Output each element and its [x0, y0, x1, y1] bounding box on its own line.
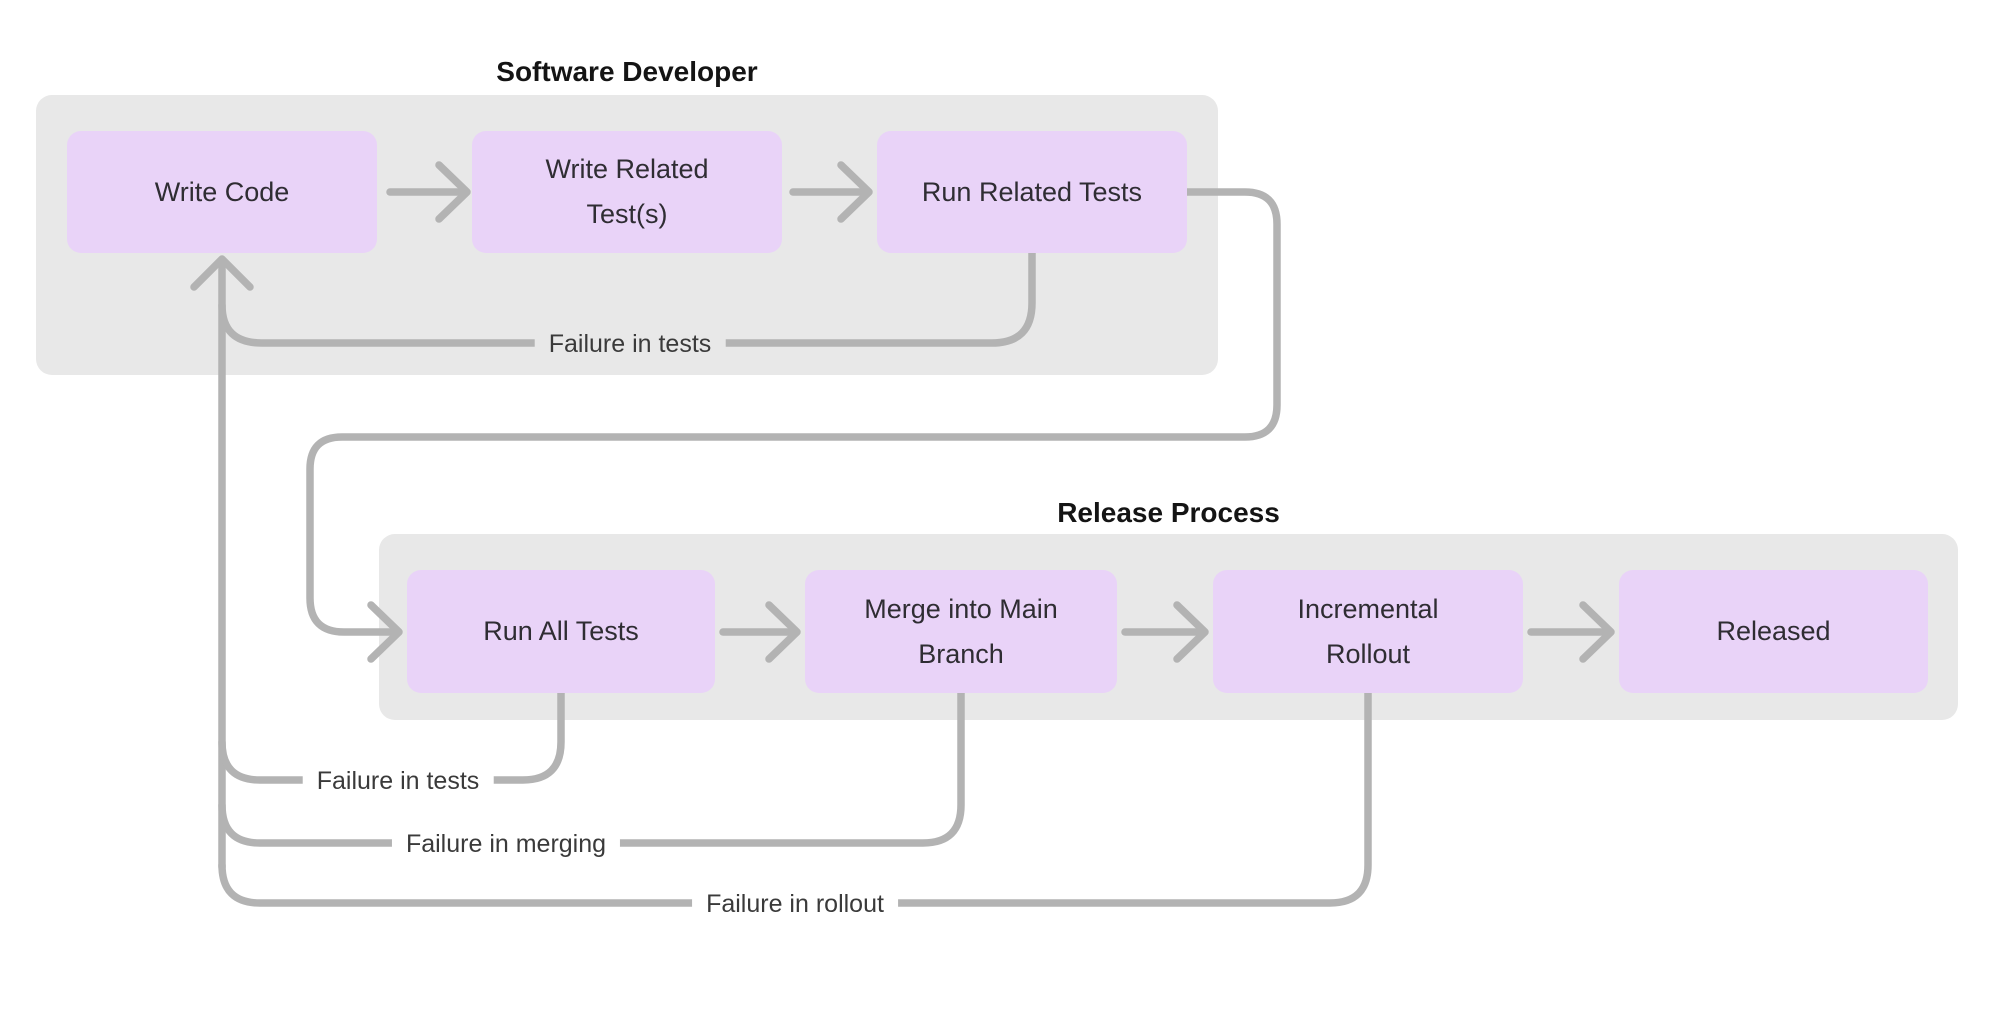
- arrowhead-into-merge-icon: [765, 601, 801, 663]
- node-write-code-label: Write Code: [154, 176, 290, 207]
- node-merge-into-main-branch-label: Merge into Main Branch: [864, 593, 1058, 669]
- arrowhead-into-run-related-icon: [837, 161, 873, 223]
- edge-label-failure-in-rollout: Failure in rollout: [692, 887, 898, 921]
- arrowhead-into-write-related-icon: [435, 161, 471, 223]
- edge-merge-failure-in-merging: [218, 689, 965, 847]
- arrowhead-into-rollout-icon: [1173, 601, 1209, 663]
- node-merge-into-main-branch: Merge into Main Branch: [805, 570, 1117, 693]
- node-run-all-tests: Run All Tests: [407, 570, 715, 693]
- node-write-code: Write Code: [67, 131, 377, 253]
- arrowhead-into-write-code-icon: [190, 255, 254, 291]
- node-run-all-tests-label: Run All Tests: [483, 616, 639, 646]
- node-write-related-tests: Write Related Test(s): [472, 131, 782, 253]
- node-released-label: Released: [1716, 616, 1831, 646]
- node-incremental-rollout-label: Incremental Rollout: [1297, 593, 1439, 669]
- group-title-release-process: Release Process: [1057, 497, 1280, 528]
- edge-rollout-failure-in-rollout: [218, 689, 1372, 907]
- edge-label-failure-in-tests-release: Failure in tests: [302, 764, 494, 798]
- node-incremental-rollout: Incremental Rollout: [1213, 570, 1523, 693]
- edge-label-failure-in-merging: Failure in merging: [391, 827, 621, 861]
- edge-run-all-failure-in-tests: [218, 689, 565, 784]
- arrowhead-into-released-icon: [1579, 601, 1615, 663]
- arrowhead-into-run-all-icon: [367, 601, 403, 663]
- node-run-related-tests: Run Related Tests: [877, 131, 1187, 253]
- edge-run-related-failure-in-tests: [218, 249, 1036, 347]
- edge-run-related-to-run-all: [306, 188, 1281, 636]
- edge-label-failure-in-tests-dev: Failure in tests: [534, 327, 726, 361]
- node-released: Released: [1619, 570, 1928, 693]
- group-title-software-developer: Software Developer: [496, 56, 758, 87]
- node-write-related-tests-label: Write Related Test(s): [545, 154, 709, 229]
- node-run-related-tests-label: Run Related Tests: [921, 176, 1143, 207]
